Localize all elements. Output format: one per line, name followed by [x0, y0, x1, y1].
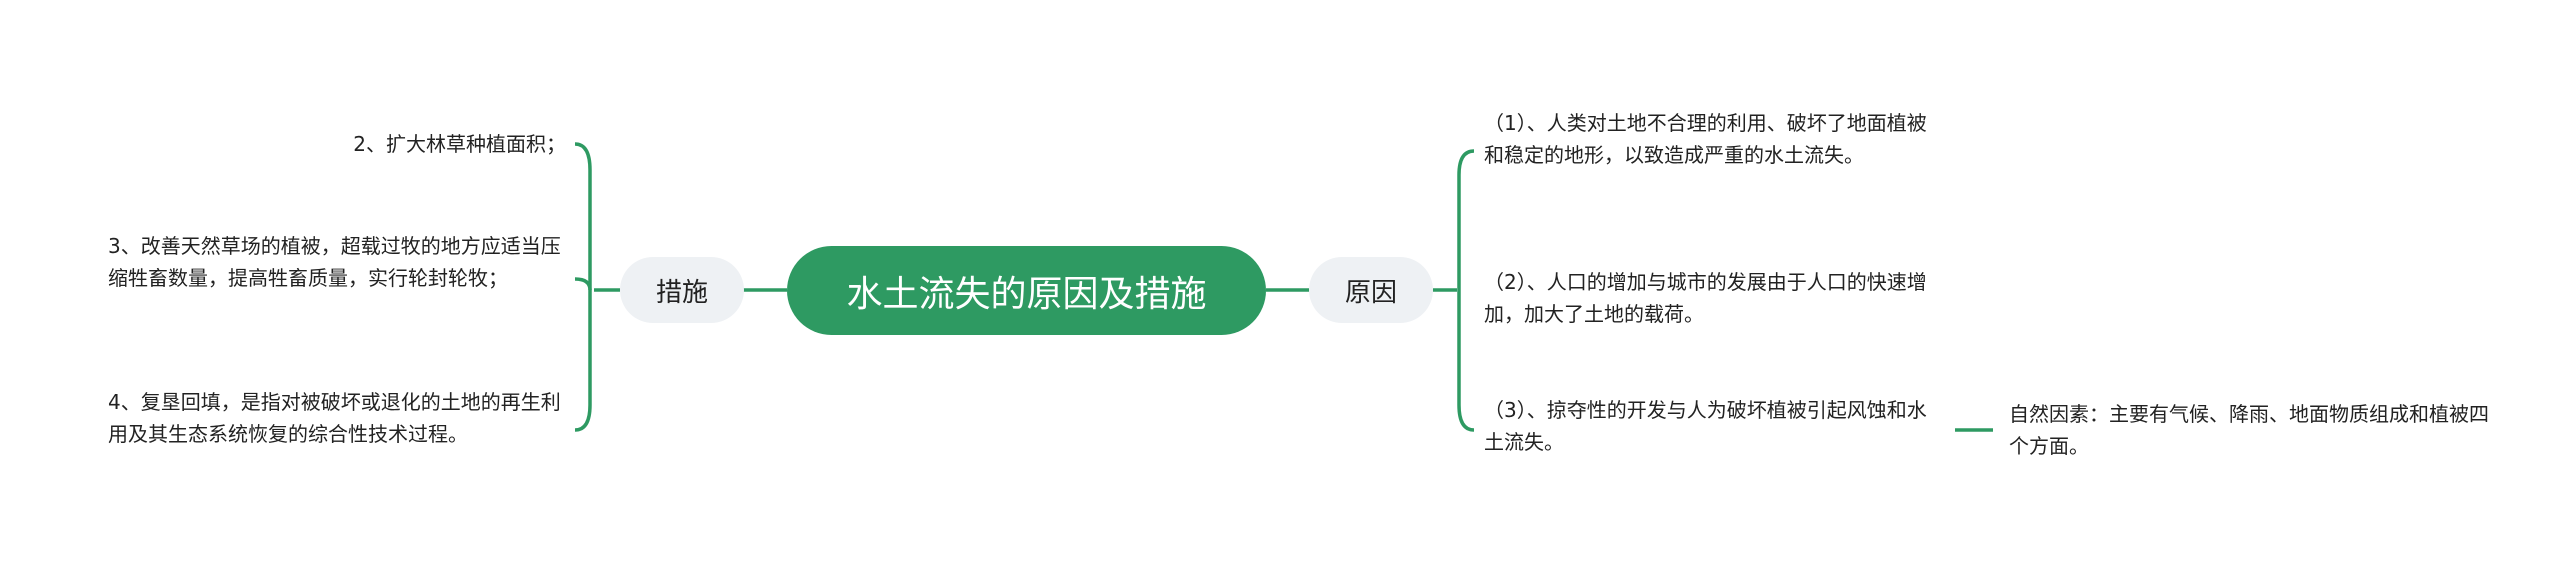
- cause-sub-item[interactable]: 自然因素：主要有气候、降雨、地面物质组成和植被四个方面。: [2009, 402, 2489, 458]
- cause-item[interactable]: （2）、人口的增加与城市的发展由于人口的快速增加，加大了土地的载荷。: [1484, 270, 1927, 326]
- measure-item[interactable]: 2、扩大林草种植面积；: [353, 132, 566, 156]
- bracket-causes: [1457, 149, 1475, 432]
- bracket-measures: [574, 142, 592, 432]
- root-topic[interactable]: 水土流失的原因及措施: [787, 246, 1266, 335]
- branch-causes[interactable]: 原因: [1309, 257, 1433, 323]
- branch-measures[interactable]: 措施: [620, 257, 744, 323]
- measure-item[interactable]: 3、改善天然草场的植被，超载过牧的地方应适当压缩牲畜数量，提高牲畜质量，实行轮封…: [108, 234, 561, 290]
- measure-item[interactable]: 4、复垦回填，是指对被破坏或退化的土地的再生利用及其生态系统恢复的综合性技术过程…: [108, 390, 561, 446]
- cause-item[interactable]: （3）、掠夺性的开发与人为破坏植被引起风蚀和水土流失。: [1484, 398, 1927, 454]
- cause-item[interactable]: （1）、人类对土地不合理的利用、破坏了地面植被和稳定的地形，以致造成严重的水土流…: [1484, 111, 1927, 167]
